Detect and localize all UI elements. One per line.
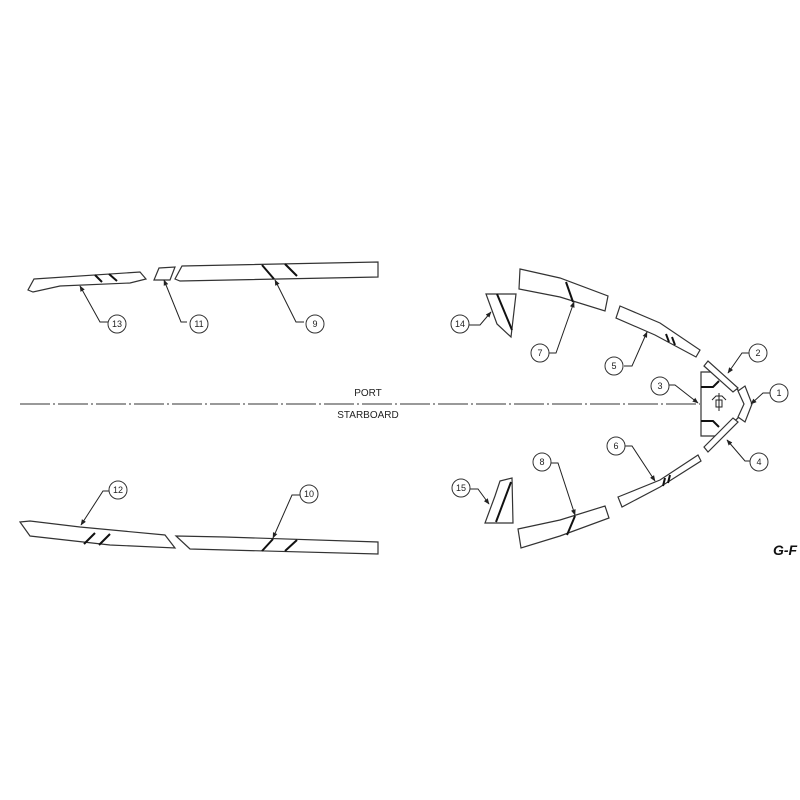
svg-text:10: 10 xyxy=(304,489,314,499)
callout-14: 14 xyxy=(450,314,470,334)
svg-text:3: 3 xyxy=(657,381,662,391)
svg-text:4: 4 xyxy=(756,457,761,467)
svg-text:9: 9 xyxy=(312,319,317,329)
part-15 xyxy=(484,477,514,524)
sheet-code: G-F xyxy=(773,542,798,558)
callout-11: 11 xyxy=(189,314,209,334)
part-10 xyxy=(174,535,379,555)
callout-3: 3 xyxy=(650,376,670,396)
part-7 xyxy=(518,268,609,312)
part-6 xyxy=(617,454,702,508)
part-1 xyxy=(737,385,753,423)
part-9 xyxy=(174,261,379,282)
part-12 xyxy=(18,520,177,549)
port-label: PORT xyxy=(354,388,382,399)
callout-8: 8 xyxy=(532,452,552,472)
callout-2: 2 xyxy=(748,343,768,363)
logo-icon xyxy=(711,393,727,411)
svg-text:11: 11 xyxy=(194,319,203,329)
svg-text:14: 14 xyxy=(455,319,465,329)
callout-7: 7 xyxy=(530,343,550,363)
part-5 xyxy=(615,305,701,358)
svg-text:15: 15 xyxy=(456,483,466,493)
part-13 xyxy=(27,271,148,293)
svg-text:1: 1 xyxy=(776,388,781,398)
svg-text:8: 8 xyxy=(539,457,544,467)
callout-4: 4 xyxy=(749,452,769,472)
callout-10: 10 xyxy=(299,484,319,504)
part-14 xyxy=(485,293,517,339)
callout-12: 12 xyxy=(108,480,128,500)
part-8 xyxy=(517,505,610,549)
callout-6: 6 xyxy=(606,436,626,456)
svg-text:5: 5 xyxy=(611,361,616,371)
part-11 xyxy=(153,266,176,281)
svg-text:6: 6 xyxy=(613,441,618,451)
svg-text:2: 2 xyxy=(755,348,760,358)
callout-1: 1 xyxy=(769,383,789,403)
svg-text:13: 13 xyxy=(112,319,122,329)
part-4 xyxy=(703,417,739,453)
callout-15: 15 xyxy=(451,478,471,498)
callout-9: 9 xyxy=(305,314,325,334)
leader-lines xyxy=(79,279,771,539)
starboard-label: STARBOARD xyxy=(337,410,399,421)
svg-text:7: 7 xyxy=(537,348,542,358)
callout-5: 5 xyxy=(604,356,624,376)
svg-text:12: 12 xyxy=(113,485,123,495)
callout-13: 13 xyxy=(107,314,127,334)
part-2 xyxy=(703,360,739,393)
